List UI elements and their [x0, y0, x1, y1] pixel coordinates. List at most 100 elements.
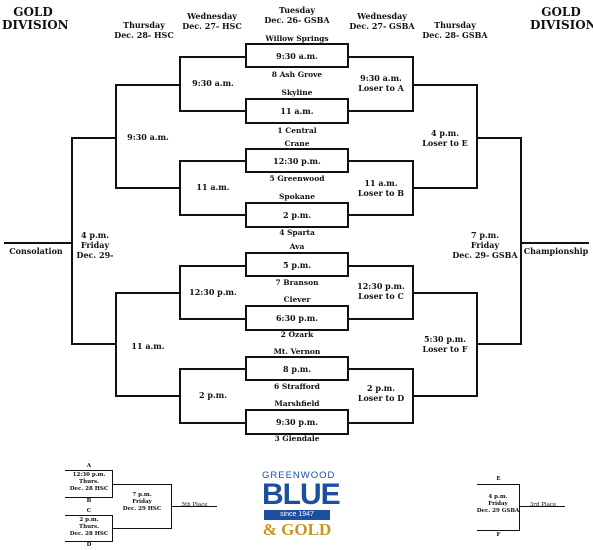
right-wed-game-4: 2 p.m. Loser to D: [350, 383, 412, 403]
fifth-a-date: Dec. 28 HSC: [69, 486, 109, 492]
header-wednesday-left-day: Wednesday: [187, 11, 237, 21]
team-sparta: 4 Sparta: [279, 228, 315, 237]
left-thu-time-2: 11 a.m.: [131, 341, 165, 351]
right-thu-2-time: 5:30 p.m.: [423, 334, 467, 344]
third-date: Dec. 29 GSBA: [476, 508, 520, 514]
fifth-seed-d: D: [86, 542, 92, 548]
third-seed-e: E: [496, 476, 501, 482]
header-thursday-right: Thursday Dec. 28- GSBA: [414, 20, 496, 40]
left-fri-date: Dec. 29-: [76, 250, 114, 260]
left-thu-time-1: 9:30 a.m.: [127, 132, 169, 142]
left-wed-time-1: 9:30 a.m.: [192, 78, 234, 88]
team-marshfield: Marshfield: [274, 399, 320, 408]
team-central: 1 Central: [277, 126, 317, 135]
team-branson: 7 Branson: [275, 278, 319, 287]
left-fri-day: Friday: [80, 240, 110, 250]
game-box-3: 12:30 p.m.: [245, 148, 349, 173]
game-box-5: 5 p.m.: [245, 252, 349, 277]
fifth-final-day: Friday: [132, 499, 152, 505]
left-fri-label: 4 p.m. Friday Dec. 29-: [74, 230, 116, 260]
division-title-left-1: GOLD: [13, 5, 53, 19]
fifth-a-day: Thurs.: [79, 479, 99, 485]
greenwood-blue-gold-logo: GREENWOOD BLUE since 1947 & GOLD: [262, 470, 341, 539]
right-fri-time: 7 p.m.: [471, 230, 499, 240]
right-wed-1-time: 9:30 a.m.: [360, 73, 402, 83]
header-tuesday-day: Tuesday: [278, 5, 316, 15]
left-fri-time: 4 p.m.: [81, 230, 109, 240]
logo-since: since 1947: [264, 510, 330, 520]
third-place-label: 3rd Place: [529, 502, 557, 508]
right-wed-3-note: Loser to C: [358, 291, 404, 301]
team-greenwood: 5 Greenwood: [269, 174, 325, 183]
logo-greenwood: GREENWOOD: [262, 470, 336, 481]
division-title-right: GOLD DIVISION: [530, 5, 593, 32]
left-wed-time-3: 12:30 p.m.: [189, 287, 237, 297]
team-mt-vernon: Mt. Vernon: [273, 347, 321, 356]
game-box-7: 8 p.m.: [245, 356, 349, 381]
logo-blue: BLUE: [262, 478, 341, 511]
fifth-c-time: 2 p.m.: [79, 517, 99, 523]
team-ash-grove: 8 Ash Grove: [271, 70, 323, 79]
right-fri-date: Dec. 29- GSBA: [452, 250, 518, 260]
header-thursday-left: Thursday Dec. 28- HSC: [108, 20, 180, 40]
header-wednesday-left-date: Dec. 27- HSC: [182, 21, 242, 31]
right-thu-game-1: 4 p.m. Loser to E: [414, 128, 476, 148]
logo-gold: & GOLD: [262, 520, 332, 539]
team-strafford: 6 Strafford: [274, 382, 320, 391]
division-title-left-2: DIVISION: [2, 18, 69, 32]
fifth-final-date: Dec. 29 HSC: [122, 506, 162, 512]
third-game: 4 p.m. Friday Dec. 29 GSBA: [476, 494, 520, 515]
header-wednesday-right-day: Wednesday: [357, 11, 407, 21]
fifth-c-day: Thurs.: [79, 524, 99, 530]
team-ava: Ava: [289, 242, 305, 251]
right-fri-label: 7 p.m. Friday Dec. 29- GSBA: [446, 230, 524, 260]
third-seed-f: F: [496, 532, 501, 538]
right-wed-2-time: 11 a.m.: [364, 178, 398, 188]
right-wed-1-note: Loser to A: [358, 83, 404, 93]
division-title-right-1: GOLD: [541, 5, 581, 19]
right-wed-game-3: 12:30 p.m. Loser to C: [350, 281, 412, 301]
right-thu-1-time: 4 p.m.: [431, 128, 459, 138]
game-6-time: 6:30 p.m.: [275, 313, 319, 323]
right-thu-2-note: Loser to F: [422, 344, 468, 354]
team-skyline: Skyline: [281, 88, 313, 97]
third-time: 4 p.m.: [488, 494, 508, 500]
right-fri-day: Friday: [470, 240, 500, 250]
header-tuesday-date: Dec. 26- GSBA: [264, 15, 330, 25]
team-willow-springs: Willow Springs: [265, 34, 329, 43]
right-wed-game-2: 11 a.m. Loser to B: [350, 178, 412, 198]
championship-label: Championship: [523, 246, 589, 256]
header-wednesday-right-date: Dec. 27- GSBA: [349, 21, 415, 31]
header-thursday-right-day: Thursday: [434, 20, 476, 30]
fifth-seed-c: C: [86, 508, 92, 514]
header-wednesday-right: Wednesday Dec. 27- GSBA: [341, 11, 423, 31]
fifth-game-c: 2 p.m. Thurs. Dec. 28 HSC: [65, 517, 113, 538]
fifth-final-time: 7 p.m.: [132, 492, 152, 498]
consolation-label: Consolation: [9, 246, 63, 256]
game-box-1: 9:30 a.m.: [245, 43, 349, 68]
game-box-6: 6:30 p.m.: [245, 305, 349, 331]
header-wednesday-left: Wednesday Dec. 27- HSC: [174, 11, 250, 31]
fifth-game-a: 12:30 p.m. Thurs. Dec. 28 HSC: [65, 472, 113, 493]
fifth-place-label: 5th Place: [181, 502, 208, 508]
division-title-left: GOLD DIVISION: [2, 5, 69, 32]
left-wed-time-4: 2 p.m.: [199, 390, 227, 400]
fifth-c-date: Dec. 28 HSC: [69, 531, 109, 537]
right-wed-2-note: Loser to B: [357, 188, 405, 198]
game-box-2: 11 a.m.: [245, 98, 349, 124]
third-day: Friday: [488, 501, 508, 507]
left-wed-time-2: 11 a.m.: [196, 182, 230, 192]
header-thursday-left-date: Dec. 28- HSC: [114, 30, 174, 40]
fifth-seed-b: B: [86, 498, 92, 504]
fifth-final-game: 7 p.m. Friday Dec. 29 HSC: [115, 492, 169, 513]
header-thursday-left-day: Thursday: [123, 20, 165, 30]
game-box-4: 2 p.m.: [245, 202, 349, 228]
team-spokane: Spokane: [279, 192, 315, 201]
fifth-seed-a: A: [86, 463, 92, 469]
game-4-time: 2 p.m.: [283, 210, 311, 220]
team-clever: Clever: [283, 295, 311, 304]
team-glendale: 3 Glendale: [274, 434, 320, 443]
fifth-a-time: 12:30 p.m.: [72, 472, 106, 478]
header-tuesday: Tuesday Dec. 26- GSBA: [256, 5, 338, 25]
right-wed-4-time: 2 p.m.: [367, 383, 395, 393]
